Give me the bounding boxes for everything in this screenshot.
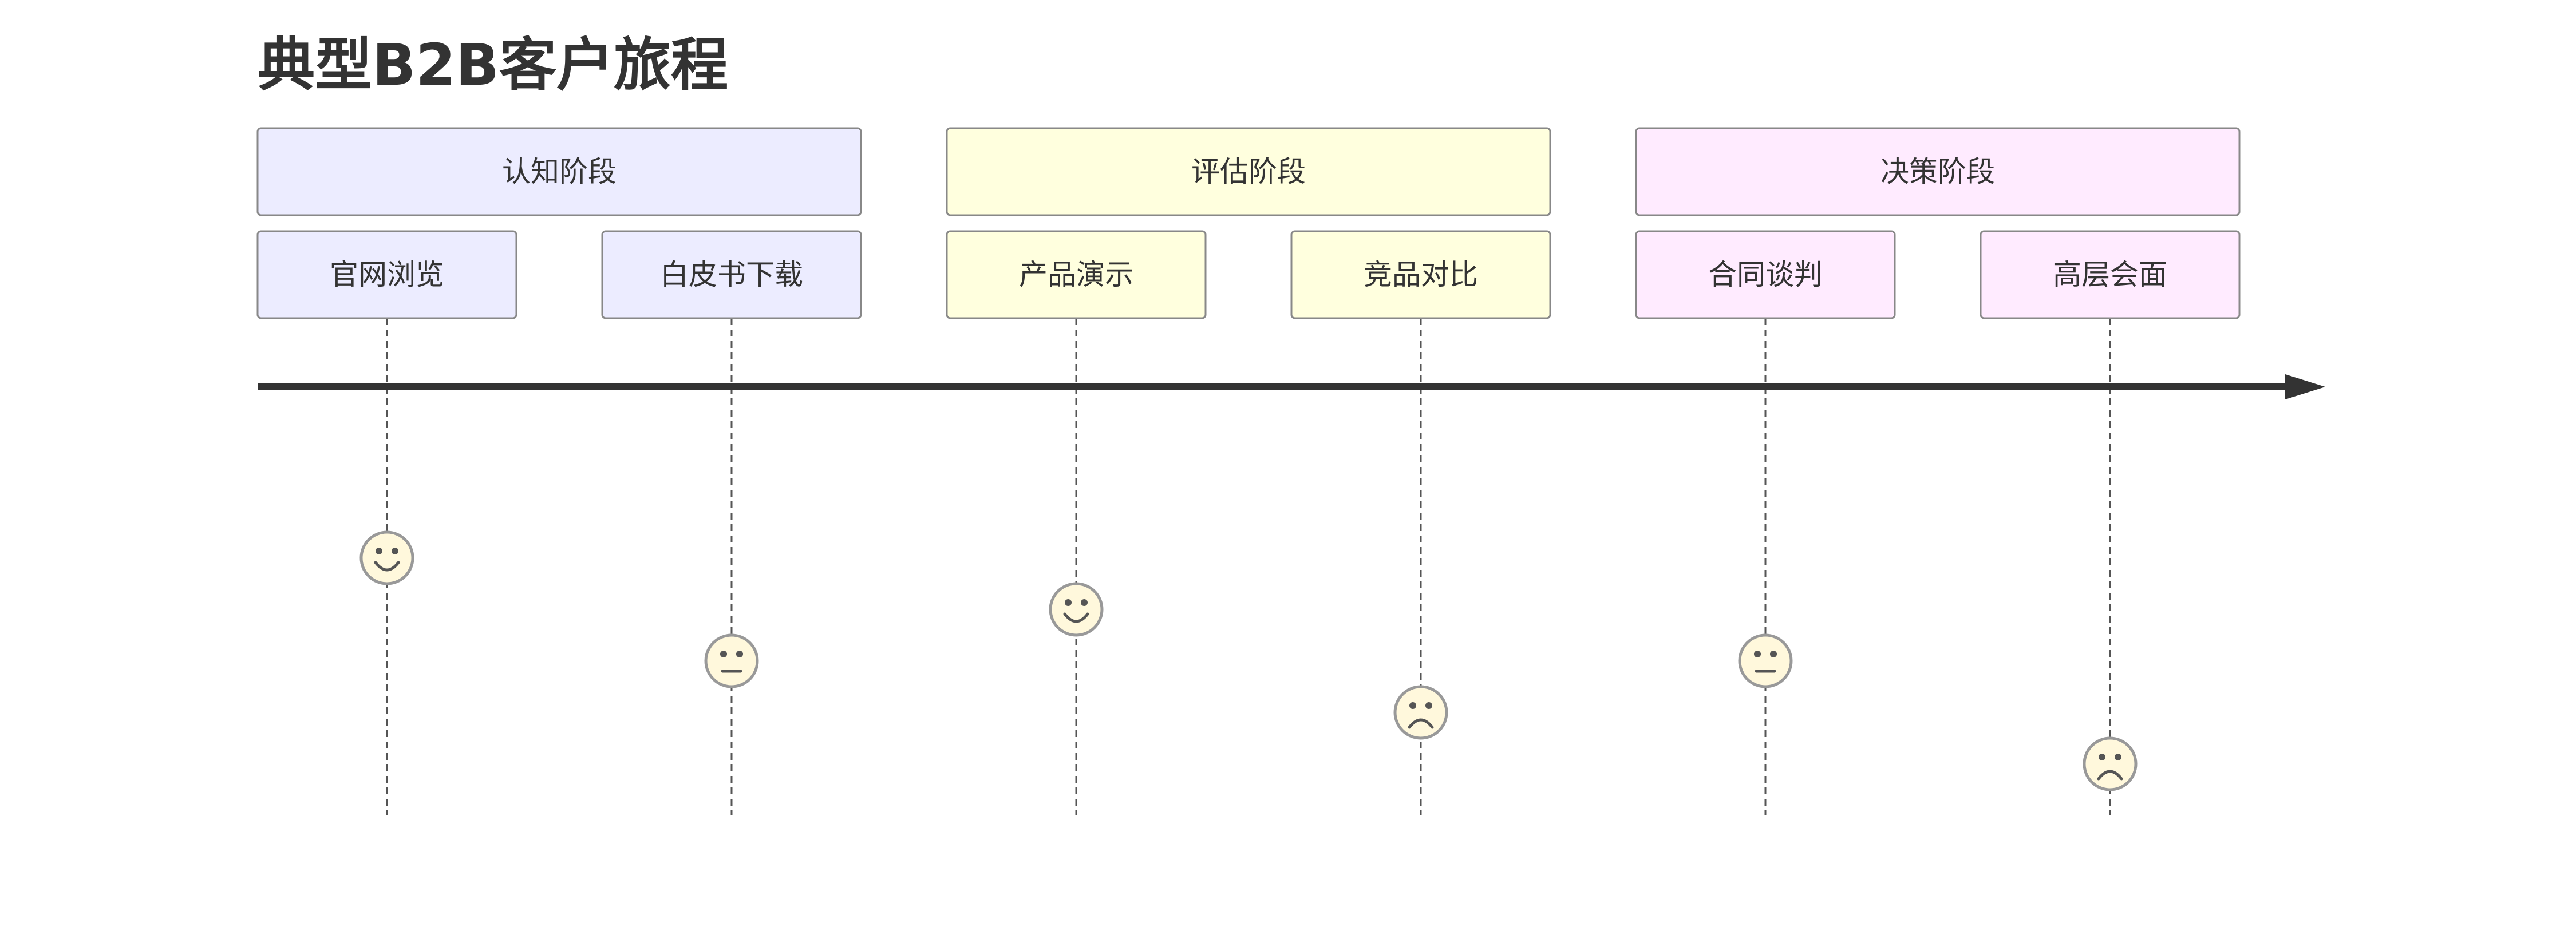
face-circle [1393,685,1448,740]
section-label: 认知阶段 [502,155,617,188]
face-eye-left [720,651,727,657]
face-mouth [1408,718,1434,729]
face-eye-right [392,548,398,554]
face-eye-left [1065,599,1072,606]
section-3: 决策阶段 [1635,127,2241,216]
task-box [1635,230,1896,319]
page-title: 典型B2B客户旅程 [258,31,728,98]
task-box [1290,230,1551,319]
task-4: 竞品对比 [1290,230,1551,319]
section-label: 决策阶段 [1880,155,1995,188]
face-circle [1738,633,1793,688]
task-label: 高层会面 [2053,258,2167,291]
task-5: 合同谈判 [1635,230,1896,319]
task-label: 官网浏览 [330,258,444,291]
task-label: 合同谈判 [1708,258,1823,291]
section-box [1635,127,2241,216]
section-box [256,127,862,216]
face-eye-right [736,651,743,657]
face-mouth [1063,612,1089,623]
face-eye-left [1754,651,1761,657]
face-mouth [2097,770,2123,781]
happy-face-icon [1049,582,1104,637]
neutral-face-icon [704,633,759,688]
task-box [1980,230,2241,319]
section-box [946,127,1551,216]
section-2: 评估阶段 [946,127,1551,216]
face-circle [359,530,414,585]
task-3: 产品演示 [946,230,1207,319]
sections: 认知阶段 评估阶段 决策阶段 [256,127,2241,216]
timeline-axis [258,374,2325,399]
task-1: 官网浏览 [256,230,517,319]
timeline-arrow-icon [2285,374,2325,399]
task-box [256,230,517,319]
task-label: 产品演示 [1019,258,1133,291]
face-eye-left [1409,702,1416,709]
face-eye-right [1081,599,1088,606]
task-label: 竞品对比 [1364,258,1478,291]
face-eye-right [2115,754,2121,760]
happy-face-icon [359,530,414,585]
face-eye-right [1770,651,1777,657]
face-circle [704,633,759,688]
neutral-face-icon [1738,633,1793,688]
task-label: 白皮书下载 [660,258,803,291]
sad-face-icon [2083,736,2138,791]
face-circle [1049,582,1104,637]
face-eye-right [1425,702,1432,709]
section-1: 认知阶段 [256,127,862,216]
section-label: 评估阶段 [1191,155,1306,188]
face-mouth [374,561,400,572]
guide-lines [386,318,2111,815]
sad-face-icon [1393,685,1448,740]
mood-faces [359,530,2138,791]
task-6: 高层会面 [1980,230,2241,319]
task-box [946,230,1207,319]
task-2: 白皮书下载 [601,230,862,319]
task-box [601,230,862,319]
face-eye-left [2099,754,2105,760]
tasks: 官网浏览 白皮书下载 产品演示 竞品对比 合同谈判 高层会面 [256,230,2241,319]
face-eye-left [376,548,382,554]
face-circle [2083,736,2138,791]
